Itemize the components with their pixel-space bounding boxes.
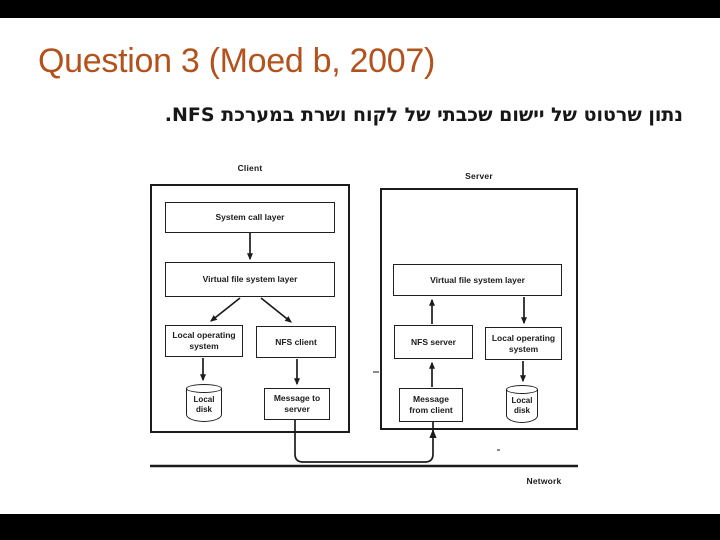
- nfs-architecture-diagram: Client System call layer Virtual file sy…: [145, 160, 615, 505]
- scan-speck: [373, 371, 379, 373]
- server-local-disk-cylinder: Local disk: [506, 385, 538, 423]
- client-machine-box: [150, 184, 350, 433]
- nfs-server-box: NFS server: [394, 325, 473, 359]
- system-call-layer-box: System call layer: [165, 202, 335, 233]
- letterbox-bottom: [0, 514, 720, 540]
- scan-speck: [497, 449, 500, 451]
- client-local-os-box: Local operating system: [165, 325, 243, 357]
- cylinder-top: [186, 384, 222, 393]
- page-title: Question 3 (Moed b, 2007): [38, 42, 435, 80]
- cylinder-top: [506, 385, 538, 394]
- server-vfs-layer-box: Virtual file system layer: [393, 264, 562, 296]
- server-local-disk-label: Local disk: [511, 396, 533, 415]
- nfs-client-box: NFS client: [256, 326, 336, 358]
- server-label: Server: [465, 171, 493, 181]
- cylinder-body: [506, 389, 538, 423]
- network-label: Network: [526, 476, 562, 486]
- arrowhead-up: [429, 429, 437, 438]
- letterbox-top: [0, 0, 720, 18]
- client-local-disk-cylinder: Local disk: [186, 384, 222, 422]
- client-vfs-layer-box: Virtual file system layer: [165, 262, 335, 297]
- client-local-disk-label: Local disk: [193, 395, 215, 414]
- message-to-server-box: Message to server: [264, 388, 330, 420]
- message-from-client-box: Message from client: [399, 388, 463, 422]
- diagram-arrows: [150, 233, 578, 468]
- subtitle-hebrew: נתון שרטוט של יישום שכבתי של לקוח ושרת ב…: [164, 104, 683, 126]
- client-label: Client: [237, 163, 263, 173]
- cylinder-body: [186, 388, 222, 422]
- server-local-os-box: Local operating system: [485, 327, 562, 360]
- server-machine-box: [380, 188, 578, 430]
